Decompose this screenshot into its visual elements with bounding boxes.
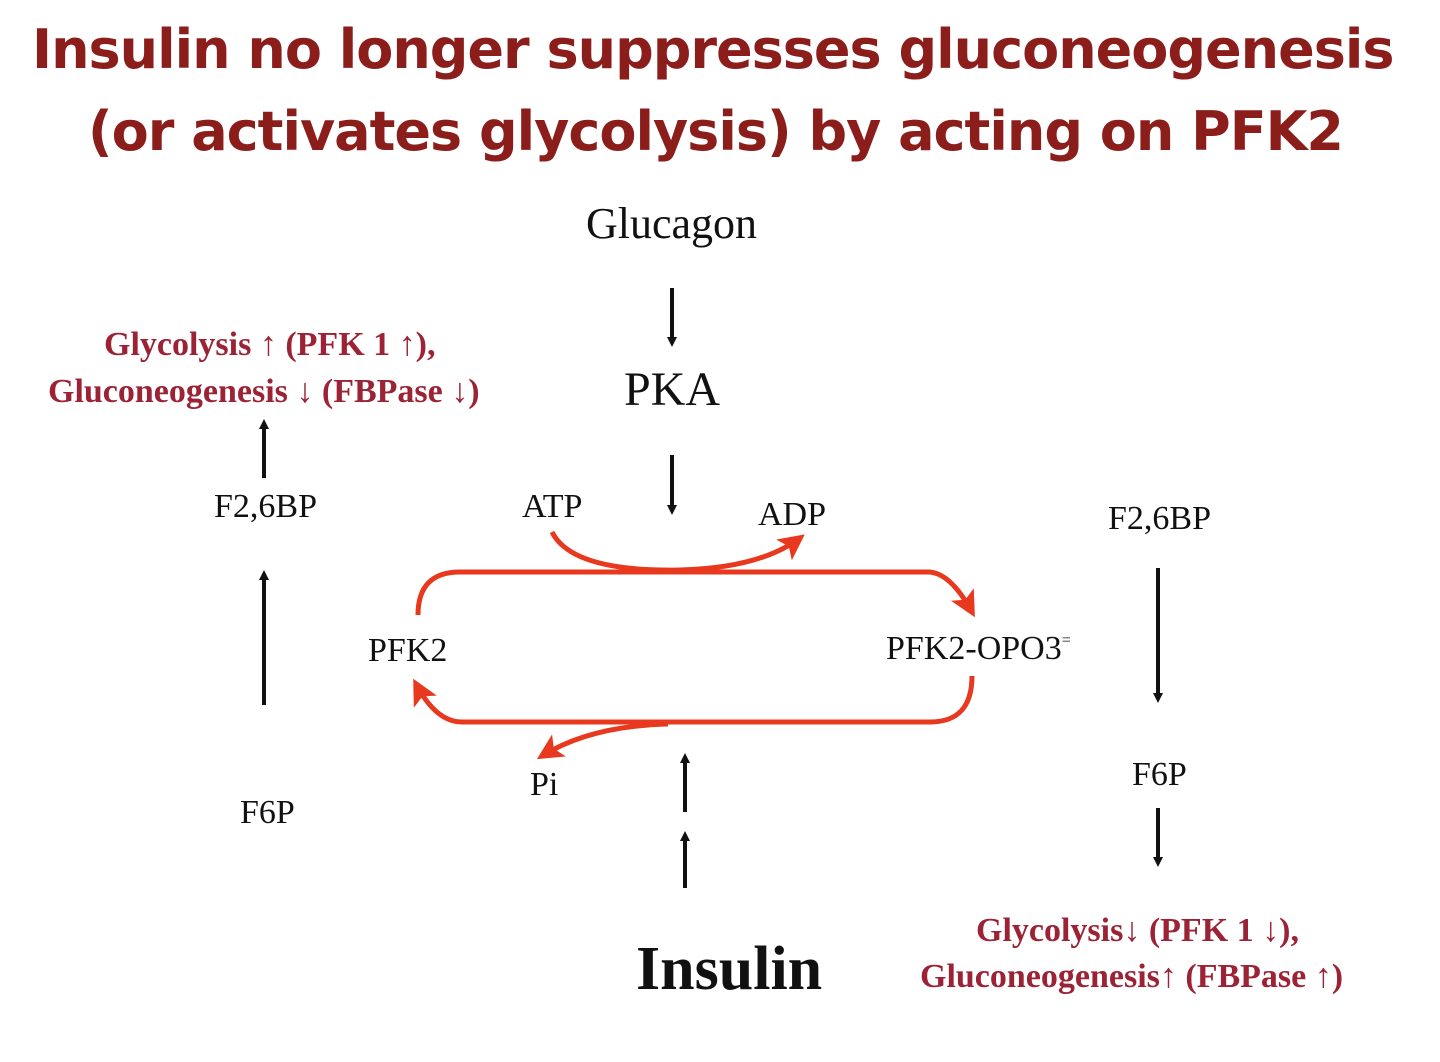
- right-f6p-label: F6P: [1132, 756, 1187, 793]
- slide-title-line-1: Insulin no longer suppresses gluconeogen…: [32, 18, 1395, 81]
- dephosphorylation-arrow: [413, 675, 975, 725]
- slide-title-line-2: (or activates glycolysis) by acting on P…: [88, 100, 1344, 163]
- left-outcome-line-2: Gluconeogenesis ↓ (FBPase ↓): [48, 373, 480, 410]
- insulin-label: Insulin: [636, 935, 823, 1003]
- left-f26bp-label: F2,6BP: [214, 488, 317, 525]
- right-outcome-line-2: Gluconeogenesis↑ (FBPase ↑): [920, 958, 1344, 995]
- adp-label: ADP: [758, 496, 827, 533]
- left-outcome-line-1: Glycolysis ↑ (PFK 1 ↑),: [104, 326, 436, 363]
- pfk2-label: PFK2: [368, 632, 448, 669]
- pfk2-opo3-label: PFK2-OPO3=: [886, 630, 1071, 668]
- pi-release-arrow: [536, 721, 669, 760]
- left-f6p-label: F6P: [240, 794, 295, 831]
- atp-to-adp-arrow: [549, 530, 805, 573]
- atp-label: ATP: [522, 488, 583, 525]
- pi-label: Pi: [530, 766, 559, 803]
- right-f26bp-label: F2,6BP: [1108, 500, 1211, 537]
- pfk2-opo3-charge: =: [1061, 632, 1071, 649]
- glucagon-label: Glucagon: [586, 199, 758, 248]
- pfk2-opo3-text: PFK2-OPO3: [886, 630, 1062, 667]
- pka-label: PKA: [624, 363, 721, 416]
- phosphorylation-arrow: [415, 569, 975, 618]
- right-outcome-line-1: Glycolysis↓ (PFK 1 ↓),: [976, 912, 1299, 949]
